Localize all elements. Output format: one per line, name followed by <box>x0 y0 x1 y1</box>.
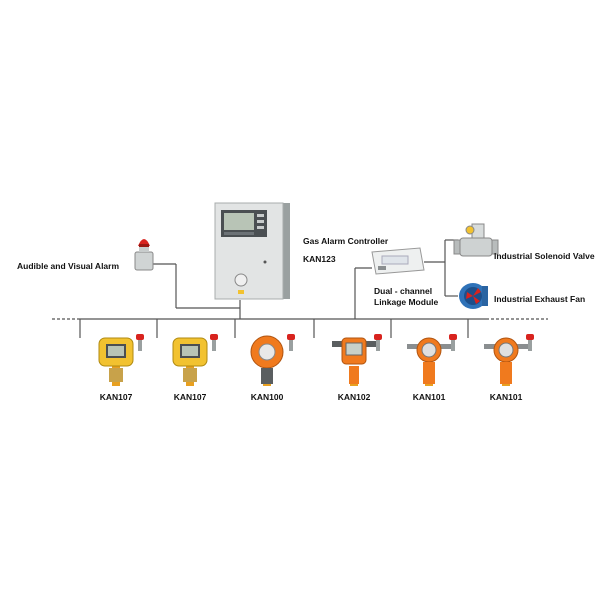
solenoid-valve <box>453 223 499 257</box>
solenoid-valve-label: Industrial Solenoid Valve <box>494 251 595 261</box>
detector-label: KAN107 <box>173 392 207 402</box>
audible-visual-alarm <box>134 239 154 271</box>
linkage-module-label-1: Dual - channel <box>374 286 433 296</box>
gas-detector <box>98 334 144 386</box>
gas-alarm-controller <box>214 202 290 300</box>
detector-label: KAN101 <box>412 392 446 402</box>
gas-detector <box>484 334 534 386</box>
detector-label: KAN100 <box>250 392 284 402</box>
detector-label: KAN102 <box>337 392 371 402</box>
detector-row <box>98 334 534 386</box>
gas-detector <box>332 334 382 386</box>
detector-label: KAN101 <box>489 392 523 402</box>
bus-wiring <box>52 239 548 338</box>
detector-label: KAN107 <box>99 392 133 402</box>
linkage-module-label-2: Linkage Module <box>374 297 439 307</box>
controller-model: KAN123 <box>303 254 336 264</box>
gas-detector <box>172 334 218 386</box>
linkage-module <box>371 247 425 275</box>
exhaust-fan-label: Industrial Exhaust Fan <box>494 294 586 304</box>
gas-detector <box>407 334 457 386</box>
exhaust-fan <box>459 283 488 309</box>
gas-detector <box>250 334 295 386</box>
controller-title: Gas Alarm Controller <box>303 236 389 246</box>
audible-alarm-label: Audible and Visual Alarm <box>17 261 120 271</box>
